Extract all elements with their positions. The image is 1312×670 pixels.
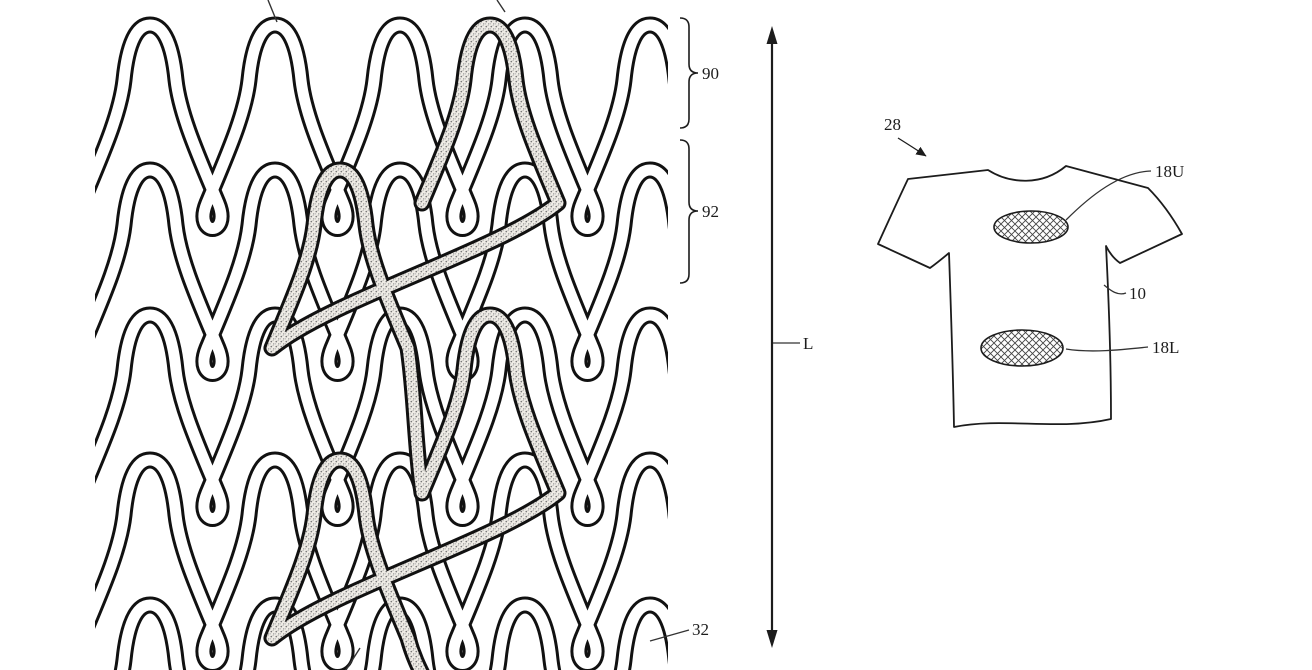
brace-courses-90 bbox=[679, 17, 699, 129]
leader-32 bbox=[649, 629, 690, 642]
yarn-strand bbox=[95, 19, 668, 234]
brace-courses-92 bbox=[679, 139, 699, 284]
leader-stub-bottom bbox=[345, 647, 361, 670]
leader-18U bbox=[1065, 170, 1152, 221]
label-18L: 18L bbox=[1152, 338, 1179, 357]
label-28: 28 bbox=[884, 115, 901, 134]
label-18U: 18U bbox=[1155, 162, 1184, 181]
leader-10 bbox=[1103, 284, 1127, 295]
arrow-down-icon bbox=[766, 630, 778, 648]
shirt-outline bbox=[877, 165, 1183, 428]
garment-drawing: 28 18U 10 18L bbox=[877, 115, 1184, 428]
yarn-strand bbox=[95, 454, 668, 669]
yarn-strand bbox=[95, 164, 668, 379]
knit-fabric-diagram bbox=[95, 16, 668, 670]
label-L: L bbox=[803, 334, 813, 353]
label-92: 92 bbox=[702, 202, 719, 221]
label-10: 10 bbox=[1129, 284, 1146, 303]
leader-28 bbox=[897, 137, 927, 157]
label-32: 32 bbox=[692, 620, 709, 639]
leader-stub-top-right bbox=[496, 0, 506, 13]
lower-sensor-patch bbox=[980, 329, 1064, 367]
length-arrow: L bbox=[766, 26, 813, 648]
leader-18L bbox=[1065, 346, 1149, 352]
arrow-up-icon bbox=[766, 26, 778, 44]
leader-stub-top-left bbox=[267, 0, 278, 23]
upper-sensor-patch bbox=[993, 210, 1069, 244]
label-90: 90 bbox=[702, 64, 719, 83]
stippled-yarn-strand bbox=[266, 19, 564, 670]
